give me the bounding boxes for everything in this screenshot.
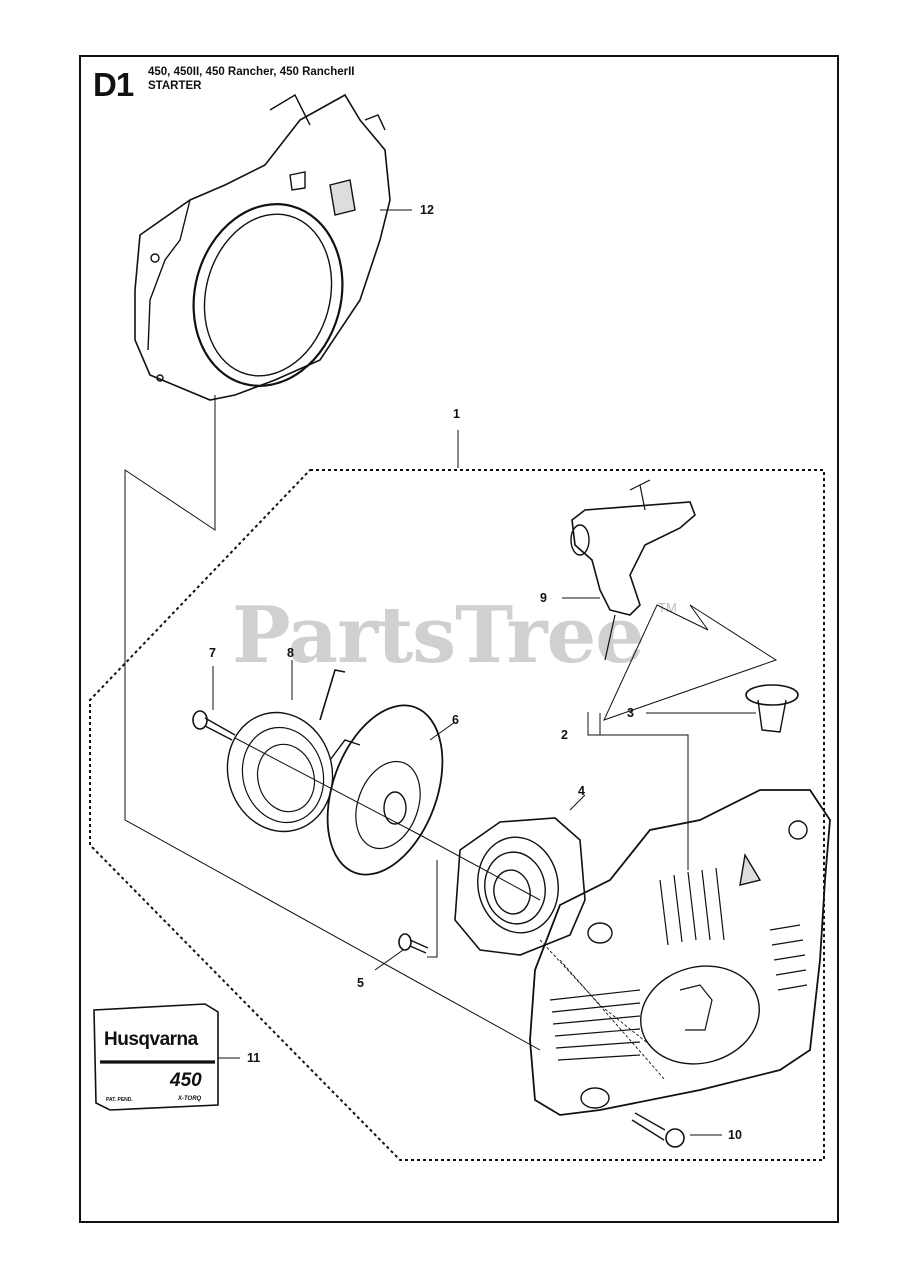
model-list: 450, 450II, 450 Rancher, 450 RancherII (148, 66, 355, 78)
callout-5: 5 (357, 976, 364, 990)
callout-7: 7 (209, 646, 216, 660)
pulley-drawing (326, 704, 444, 876)
decal-drawing (93, 1003, 219, 1111)
screw-10-drawing (631, 1112, 685, 1148)
starter-housing-drawing (529, 789, 831, 1116)
section-title: STARTER (148, 80, 202, 92)
callout-2: 2 (561, 728, 568, 742)
drawing-frame (79, 55, 839, 1223)
starter-handle-drawing (570, 479, 696, 661)
assembly-boundary (89, 469, 825, 1161)
starter-shroud-drawing (134, 93, 391, 401)
assembly-alignment-lines (124, 395, 541, 1051)
decal-brand-text: Husqvarna (104, 1029, 198, 1050)
callout-1: 1 (453, 407, 460, 421)
callout-6: 6 (452, 713, 459, 727)
section-code: D1 (93, 66, 134, 103)
screw-5-drawing (398, 933, 429, 954)
recoil-spring-drawing (454, 817, 586, 956)
callout-11: 11 (247, 1051, 261, 1065)
decal-model-text: 450 (170, 1070, 202, 1091)
callout-12: 12 (420, 203, 434, 217)
screw-7-drawing (192, 710, 236, 741)
callout-4: 4 (578, 784, 585, 798)
callout-3: 3 (627, 706, 634, 720)
starter-rope-drawing (226, 669, 346, 833)
callout-9: 9 (540, 591, 547, 605)
callout-8: 8 (287, 646, 294, 660)
decal-fine-print-left: PAT. PEND. (106, 1097, 133, 1103)
callout-10: 10 (728, 1128, 742, 1142)
rope-guide-drawing (745, 684, 799, 733)
decal-fine-print-right: X-TORQ (178, 1096, 202, 1102)
watermark-trademark: TM (658, 600, 677, 615)
watermark: PartsTree (232, 590, 645, 681)
